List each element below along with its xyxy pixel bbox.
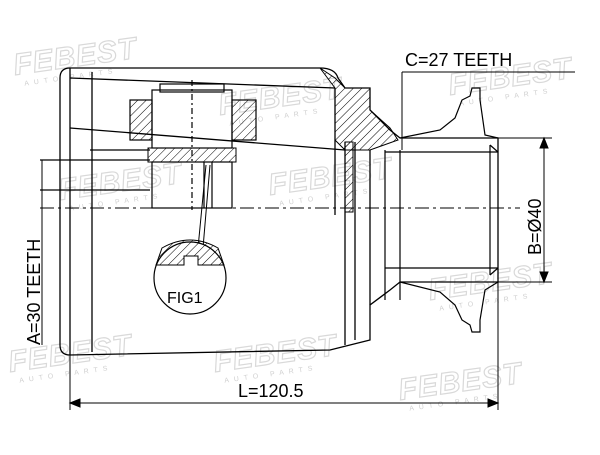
dimension-c xyxy=(401,71,575,150)
ring-hatch xyxy=(344,141,354,213)
housing-inner-top xyxy=(69,77,336,89)
shaft-lower-profile xyxy=(399,281,499,333)
shaft-upper-profile xyxy=(399,87,499,139)
watermark-4: FEBEST AUTO PARTS xyxy=(56,156,187,213)
length-label: L=120.5 xyxy=(238,381,304,401)
fig1-leader xyxy=(197,164,207,249)
dim-l-arrow-right xyxy=(487,398,500,408)
diameter-label: B=Ø40 xyxy=(525,198,545,255)
spline-outer-label: C=27 TEETH xyxy=(405,50,512,70)
fig1-detail: FIG1 xyxy=(153,164,227,315)
watermark-5: FEBEST AUTO PARTS xyxy=(266,151,397,208)
roller-left-cap xyxy=(129,99,153,141)
bore-line-1 xyxy=(69,127,346,151)
spline-inner-label: A=30 TEETH xyxy=(24,239,44,345)
dimension-l xyxy=(68,282,500,410)
watermark-9: FEBEST AUTO PARTS xyxy=(396,356,527,413)
dim-b-arrow-top xyxy=(539,136,549,149)
housing xyxy=(40,67,499,356)
output-shaft xyxy=(384,87,499,333)
housing-outline xyxy=(59,67,499,356)
roller-right-cap xyxy=(231,99,257,141)
roller-assembly xyxy=(129,80,257,210)
watermark-8: FEBEST AUTO PARTS xyxy=(211,328,342,385)
fig1-tooth-profile xyxy=(155,239,225,266)
shaft-chamfer-bottom xyxy=(489,267,499,276)
shaft-chamfer-top xyxy=(489,144,499,153)
fig1-label: FIG1 xyxy=(167,290,203,307)
fig1-leader-2 xyxy=(202,164,211,249)
dim-l-arrow-left xyxy=(68,398,81,408)
dimension-b xyxy=(498,136,552,284)
dim-b-arrow-bottom xyxy=(539,271,549,284)
outer-race-hatch xyxy=(319,67,399,151)
